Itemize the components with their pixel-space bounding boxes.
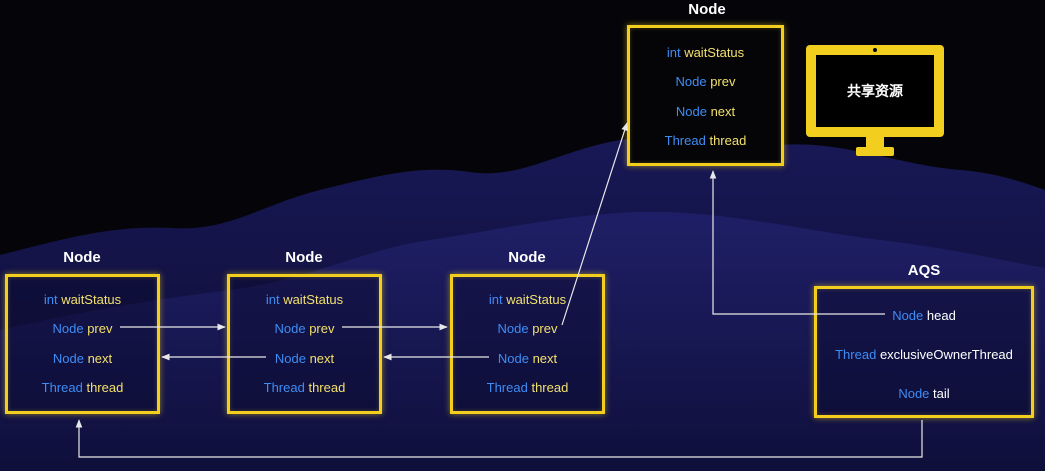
field-prev: Node prev <box>274 321 335 336</box>
arrow-head-to-top <box>709 170 885 315</box>
field-waitstatus: int waitStatus <box>488 292 567 307</box>
field-prev: Node prev <box>497 321 558 336</box>
monitor-stand-neck <box>866 137 884 147</box>
node-title-3: Node <box>508 249 546 266</box>
monitor-camera <box>873 48 877 52</box>
field-waitstatus: int waitStatus <box>43 292 122 307</box>
field-next: Node next <box>497 351 558 366</box>
node-box-3: int waitStatus Node prev Node next Threa… <box>450 274 605 414</box>
node-title-2: Node <box>285 249 323 266</box>
arrow-tail-to-node1 <box>75 419 923 458</box>
field-thread: Thread thread <box>664 133 747 148</box>
field-waitstatus: int waitStatus <box>666 45 745 60</box>
monitor-stand-base <box>856 147 894 156</box>
field-thread: Thread thread <box>263 380 346 395</box>
node-box-1: int waitStatus Node prev Node next Threa… <box>5 274 160 414</box>
field-prev: Node prev <box>52 321 113 336</box>
arrow-prev-3-top <box>561 122 628 326</box>
field-next: Node next <box>52 351 113 366</box>
node-title-1: Node <box>63 249 101 266</box>
aqs-title: AQS <box>907 262 941 279</box>
field-exclusive-owner-thread: Thread exclusiveOwnerThread <box>835 347 1013 362</box>
field-thread: Thread thread <box>486 380 569 395</box>
node-box-top: int waitStatus Node prev Node next Threa… <box>627 25 784 166</box>
field-tail: Node tail <box>898 386 950 401</box>
field-prev: Node prev <box>675 74 736 89</box>
node-box-2: int waitStatus Node prev Node next Threa… <box>227 274 382 414</box>
field-thread: Thread thread <box>41 380 124 395</box>
node-title-top: Node <box>688 1 726 18</box>
shared-resource-label: 共享资源 <box>816 55 934 127</box>
field-waitstatus: int waitStatus <box>265 292 344 307</box>
field-head: Node head <box>892 308 956 323</box>
field-next: Node next <box>274 351 335 366</box>
field-next: Node next <box>675 104 736 119</box>
aqs-box: Node head Thread exclusiveOwnerThread No… <box>814 286 1034 418</box>
monitor-icon: 共享资源 <box>806 45 944 137</box>
